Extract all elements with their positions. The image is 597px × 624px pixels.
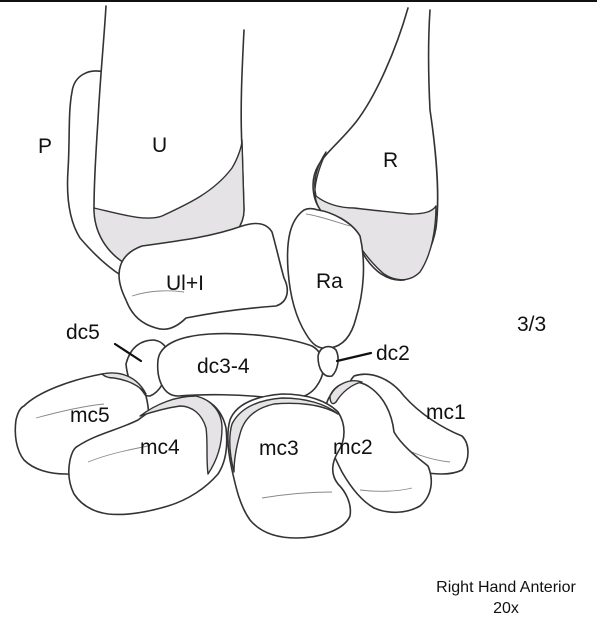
label-dc3-4: dc3-4 (197, 355, 250, 378)
label-ul-i: Ul+I (166, 272, 204, 295)
label-mc5: mc5 (70, 404, 110, 427)
label-mc4: mc4 (140, 436, 180, 459)
caption-magnification: 20x (493, 600, 519, 617)
stage-indicator: 3/3 (517, 313, 546, 336)
label-mc3: mc3 (259, 437, 299, 460)
label-dc5: dc5 (66, 321, 100, 344)
label-mc1: mc1 (426, 401, 466, 424)
label-r: R (383, 149, 398, 172)
bone-distal-carpal-2 (318, 347, 338, 377)
caption-title: Right Hand Anterior (436, 579, 576, 596)
label-p: P (38, 135, 52, 158)
label-u: U (152, 134, 167, 157)
label-dc2: dc2 (376, 342, 410, 365)
dc2-leader-line (337, 353, 371, 361)
label-ra: Ra (316, 270, 343, 293)
label-mc2: mc2 (333, 436, 373, 459)
